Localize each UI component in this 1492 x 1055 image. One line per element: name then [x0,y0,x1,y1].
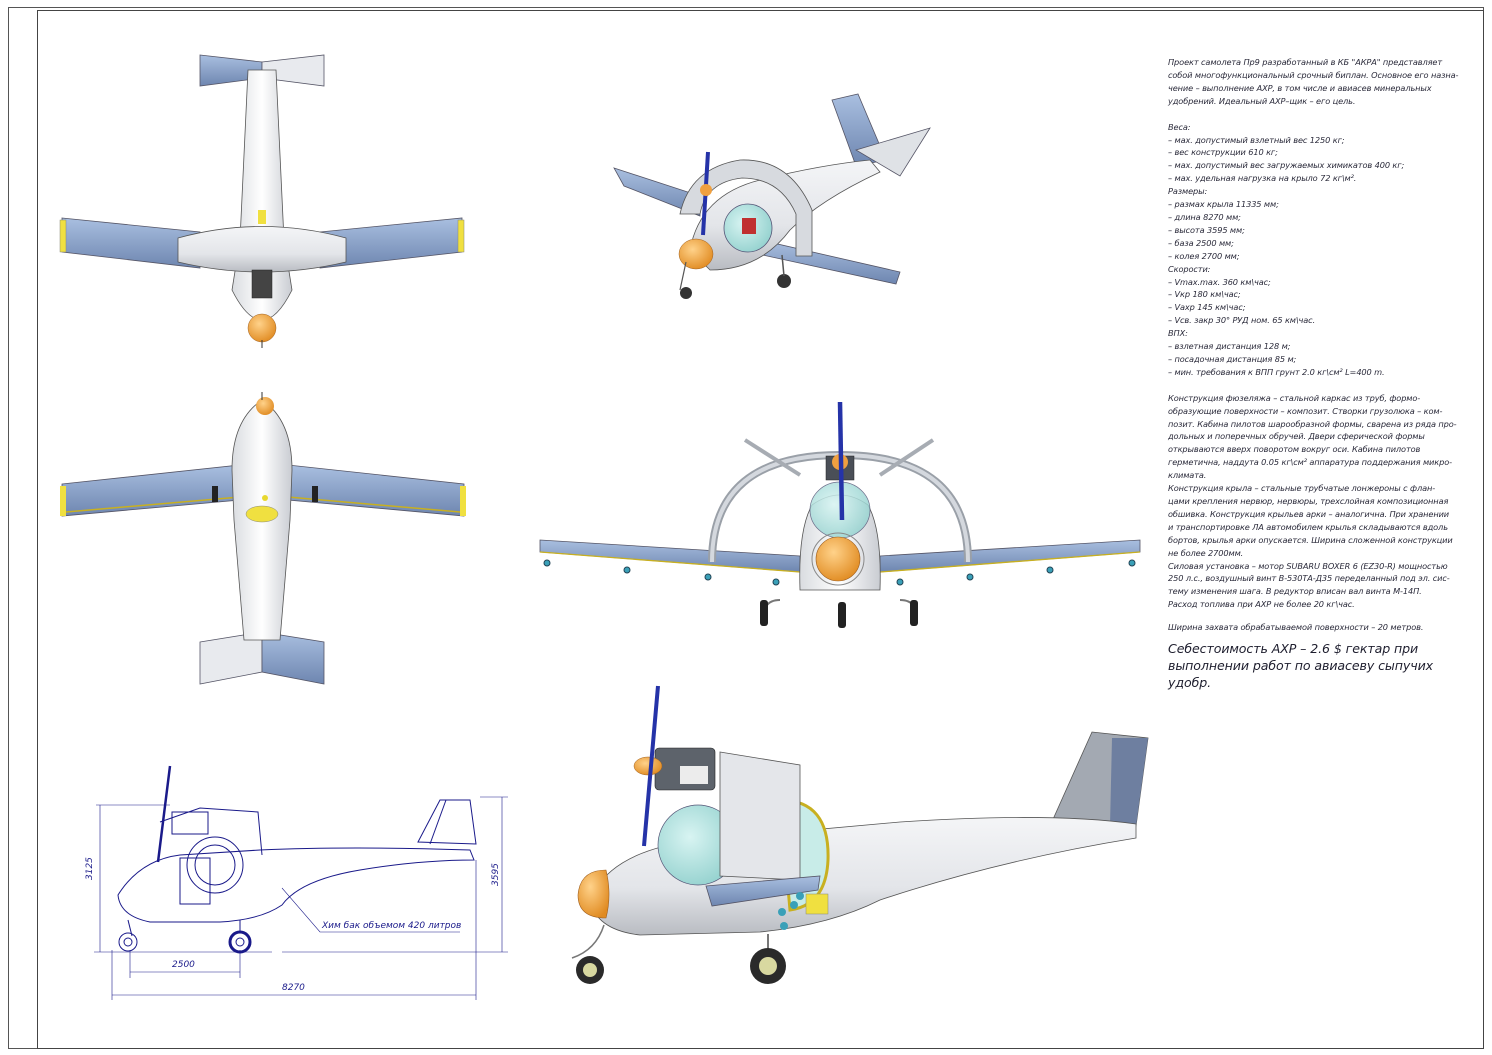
drawing-frame-inner [37,10,1484,1049]
construction-line: Силовая установка – мотор SUBARU BOXER 6… [1168,560,1448,571]
width-note: Ширина захвата обрабатываемой поверхност… [1168,622,1424,633]
side-view-drawing [94,765,508,1000]
spec-line: – колея 2700 мм; [1168,250,1240,261]
dim-base: 2500 [172,960,195,970]
spec-line: – длина 8270 мм; [1168,211,1241,222]
description-panel: Проект самолета Пр9 разработанный в КБ "… [1168,56,1468,691]
construction-line: Расход топлива при АХР не более 20 кг\ча… [1168,599,1355,610]
construction-line: обшивка. Конструкция крыльев арки – анал… [1168,508,1450,519]
construction-line: 250 л.с., воздушный винт В-530ТА-Д35 пер… [1168,573,1450,584]
tank-note: Хим бак объемом 420 литров [321,921,461,931]
spec-line: ВПХ: [1168,328,1188,339]
cost-line: выполнении работ по авиасеву сыпучих удо… [1168,658,1434,691]
top-view [59,54,465,348]
spec-line: – мах. допустимый вес загружаемых химика… [1168,160,1405,171]
construction-line: не более 2700мм. [1168,547,1244,558]
spec-line: – высота 3595 мм; [1168,224,1245,235]
spec-line: – Vахр 145 км\час; [1168,302,1246,313]
construction-line: бортов, крылья арки опускается. Ширина с… [1168,534,1453,545]
front-view [539,401,1141,628]
construction-line: дольных и поперечных обручей. Двери сфер… [1168,431,1425,442]
construction-line: герметична, наддута 0.05 кг\см² аппарату… [1168,457,1452,468]
bottom-view [60,392,466,685]
construction-line: и транспортировке ЛА автомобилем крылья … [1168,521,1448,532]
side-view-rendered [571,685,1149,984]
spec-line: – мах. допустимый взлетный вес 1250 кг; [1168,134,1345,145]
dim-length: 8270 [282,983,305,993]
spec-line: Веса: [1168,121,1191,132]
spec-line: – Vсв. закр 30° РУД ном. 65 км\час. [1168,315,1316,326]
perspective-view [613,93,931,299]
spec-line: – взлетная дистанция 128 м; [1168,341,1291,352]
spec-line: Размеры: [1168,186,1208,197]
intro-line: удобрений. Идеальный АХР–щик – его цель. [1168,95,1356,106]
spec-line: – Vкр 180 км\час; [1168,289,1241,300]
construction-line: цами крепления нервюр, нервюры, трехслой… [1168,496,1449,506]
spec-line: Скорости: [1168,263,1211,274]
spec-line: – посадочная дистанция 85 м; [1168,353,1297,364]
construction-line: тему изменения шага. В редуктор вписан в… [1168,586,1422,597]
spec-line: – база 2500 мм; [1168,237,1234,248]
construction-line: климата. [1168,470,1207,481]
construction-line: Конструкция крыла – стальные трубчатые л… [1168,483,1436,494]
spec-line: – мин. требования к ВПП грунт 2.0 кг\см²… [1168,366,1385,377]
construction-line: открываются вверх поворотом вокруг оси. … [1168,444,1421,455]
spec-line: – Vmax.max. 360 км\час; [1168,276,1271,287]
spec-line: – размах крыла 11335 мм; [1168,199,1279,210]
dim-height-left: 3125 [85,857,95,880]
cost-line: Себестоимость АХР – 2.6 $ гектар при [1168,641,1419,657]
dim-height-right: 3595 [491,863,501,886]
construction-line: позит. Кабина пилотов шарообразной формы… [1168,418,1457,429]
construction-line: Конструкция фюзеляжа – стальной каркас и… [1168,392,1421,403]
intro-line: чение – выполнение АХР, в том числе и ав… [1168,82,1432,93]
intro-line: собой многофункциональный срочный биплан… [1168,69,1459,80]
intro-line: Проект самолета Пр9 разработанный в КБ "… [1168,57,1443,67]
spec-line: – вес конструкции 610 кг; [1168,147,1278,158]
spec-line: – мах. удельная нагрузка на крыло 72 кг\… [1168,173,1357,184]
construction-line: образующие поверхности – композит. Створ… [1168,405,1443,416]
